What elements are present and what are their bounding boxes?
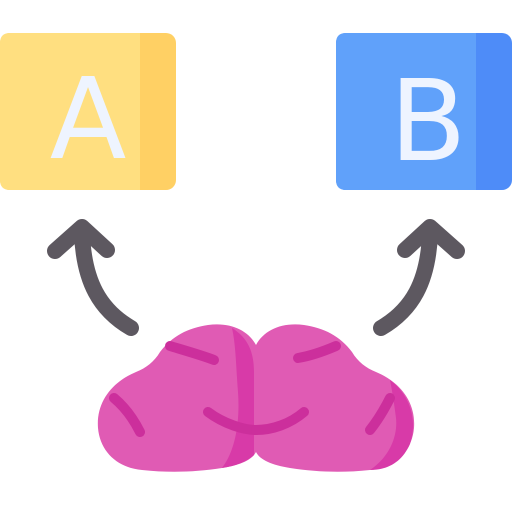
tile-b-face — [336, 33, 476, 190]
brain-icon — [97, 324, 415, 472]
tile-a-letter: A — [50, 55, 127, 185]
letter-a-tile-icon: A — [0, 33, 176, 190]
curved-arrow-right-icon — [373, 219, 465, 336]
tile-b-letter: B — [390, 57, 467, 187]
brain-folds — [109, 341, 395, 437]
letter-b-tile-icon: B — [336, 33, 512, 190]
brain-right-shade — [370, 380, 414, 470]
tile-a-face — [0, 33, 140, 190]
curved-arrow-left-icon — [47, 219, 139, 336]
